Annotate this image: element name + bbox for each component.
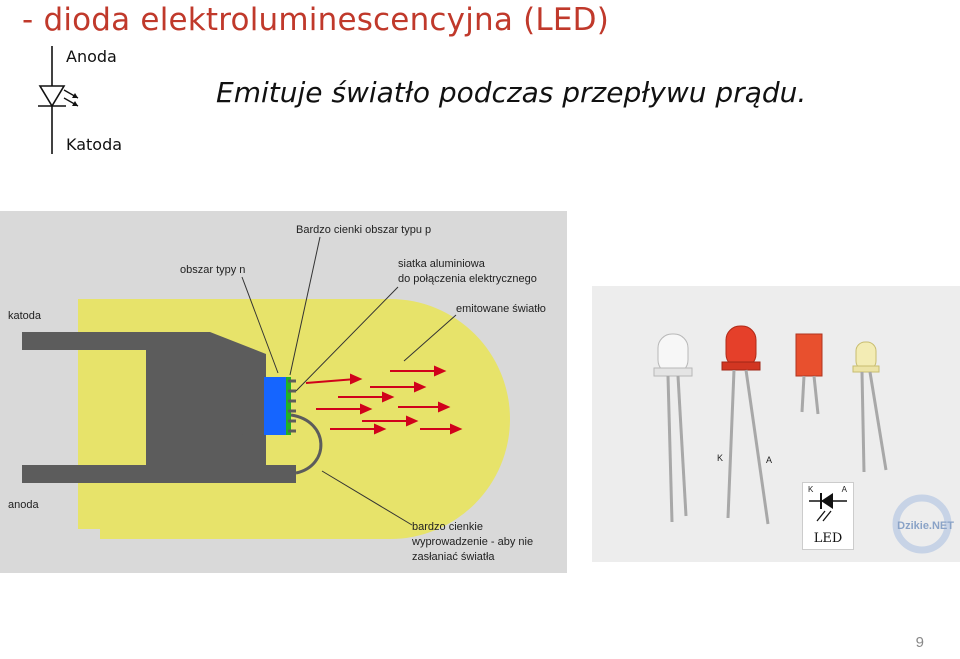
label-leads-line1: bardzo cienkie: [412, 521, 483, 533]
led-box-label: LED: [813, 531, 843, 546]
led-symbol-box: K A LED: [802, 482, 854, 550]
label-emitted-light: emitowane światło: [456, 303, 546, 315]
led-symbol: Anoda Katoda: [18, 42, 148, 167]
label-leads-line2: wyprowadzenie - aby nie: [412, 536, 534, 548]
label-leads-line3: zasłaniać światła: [412, 551, 495, 563]
anode-label: Anoda: [66, 47, 117, 66]
photo-lead-k-label: K: [717, 453, 724, 463]
label-p-region: Bardzo cienki obszar typu p: [296, 224, 432, 236]
page-number: 9: [915, 634, 924, 651]
label-n-region: obszar typy n: [180, 264, 246, 276]
led-photo: K A K A LED Dzikie.NET: [592, 286, 960, 562]
led-symbol-icon: [38, 46, 79, 154]
led-photo-drawing: [592, 286, 960, 562]
cathode-label: Katoda: [66, 135, 123, 154]
box-a-label: A: [841, 485, 847, 494]
slide-title: - dioda elektroluminescencyjna (LED): [22, 2, 610, 38]
label-mesh-line2: do połączenia elektrycznego: [398, 273, 537, 285]
slide-subtitle: Emituje światło podczas przepływu prądu.: [216, 76, 807, 109]
led-cross-section-diagram: Bardzo cienki obszar typu p obszar typy …: [0, 211, 567, 573]
label-cathode: katoda: [8, 310, 42, 322]
watermark: Dzikie.NET: [897, 520, 954, 532]
led-diagram-drawing: [0, 211, 567, 573]
label-mesh-line1: siatka aluminiowa: [398, 258, 485, 270]
box-k-label: K: [808, 485, 814, 494]
label-anode: anoda: [8, 499, 39, 511]
photo-lead-a-label: A: [766, 455, 773, 465]
led-box-symbol-icon: [809, 493, 847, 522]
